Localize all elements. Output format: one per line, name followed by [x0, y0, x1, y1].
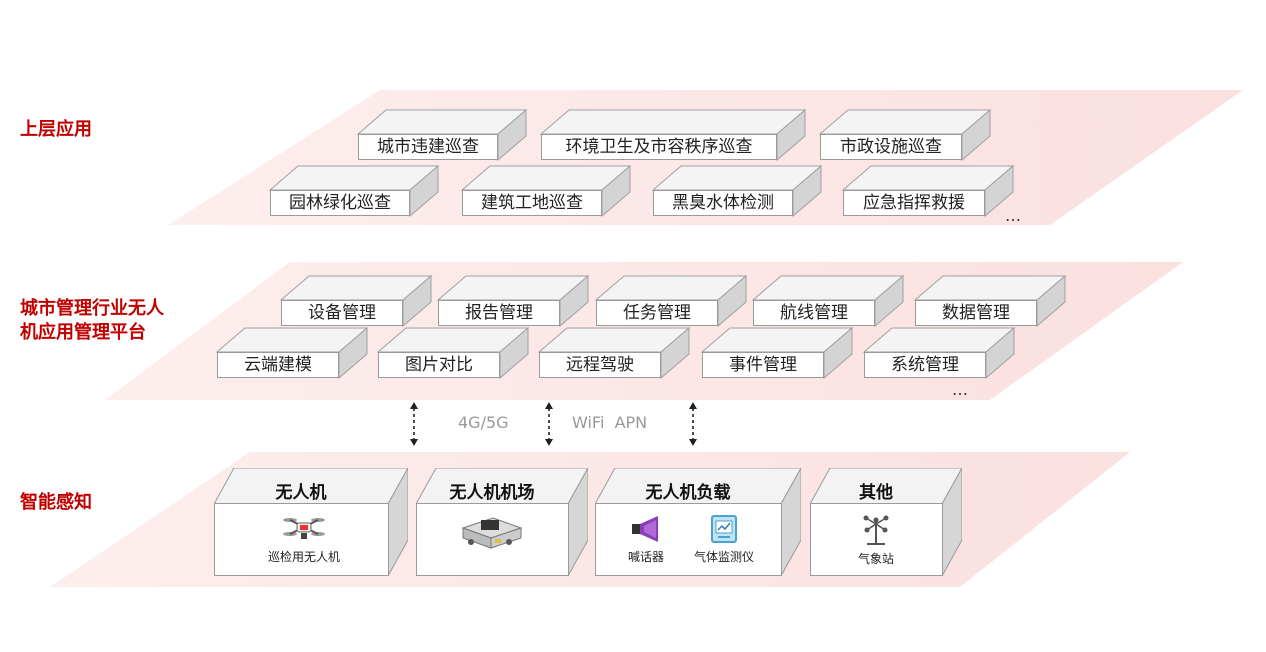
application-module-label: 建筑工地巡查 [462, 190, 602, 216]
network-label-wifi: WiFi APN [572, 413, 648, 432]
link-arrow-3 [689, 402, 697, 446]
layer-label-application: 上层应用 [20, 119, 92, 140]
perception-block-payload: 无人机负载 喊话器 气体监测仪 [595, 468, 801, 576]
network-label-cellular: 4G/5G [458, 413, 509, 432]
perception-block-hangar: 无人机机场 [416, 468, 588, 576]
link-arrow-1 [410, 402, 418, 446]
item-label: 气象站 [857, 552, 894, 566]
platform-module: 数据管理 [913, 274, 1067, 328]
perception-item: 气象站 [836, 514, 916, 567]
application-module: 市政设施巡查 [818, 108, 992, 162]
platform-module-label: 数据管理 [915, 300, 1037, 326]
application-module-label: 城市违建巡查 [358, 134, 498, 160]
platform-module-label: 图片对比 [378, 352, 500, 378]
platform-module: 报告管理 [436, 274, 590, 328]
application-module: 环境卫生及市容秩序巡查 [539, 108, 807, 162]
platform-module-label: 远程驾驶 [539, 352, 661, 378]
perception-title: 无人机机场 [449, 483, 535, 503]
perception-block-other: 其他 气象站 [810, 468, 962, 576]
application-module: 建筑工地巡查 [460, 164, 632, 218]
megaphone-icon [632, 516, 658, 542]
item-label: 气体监测仪 [693, 550, 754, 564]
gas-monitor-icon [711, 515, 737, 543]
platform-module: 事件管理 [700, 326, 854, 380]
platform-ellipsis: … [952, 380, 969, 399]
layer-label-perception: 智能感知 [20, 492, 92, 513]
platform-module: 云端建模 [215, 326, 369, 380]
platform-module-label: 系统管理 [864, 352, 986, 378]
application-module-label: 市政设施巡查 [820, 134, 962, 160]
link-arrow-2 [545, 402, 553, 446]
application-module: 城市违建巡查 [356, 108, 528, 162]
platform-module: 任务管理 [594, 274, 748, 328]
platform-module: 设备管理 [279, 274, 433, 328]
application-module: 黑臭水体检测 [651, 164, 823, 218]
item-label: 喊话器 [627, 550, 664, 564]
perception-item: 喊话器 [615, 514, 677, 565]
item-label: 巡检用无人机 [267, 550, 340, 564]
perception-block-drone: 无人机 巡检用无人机 [214, 468, 408, 576]
platform-module-label: 任务管理 [596, 300, 718, 326]
platform-module-label: 设备管理 [281, 300, 403, 326]
weather-station-icon [863, 515, 889, 545]
platform-module-label: 航线管理 [753, 300, 875, 326]
drone-hangar-icon [461, 517, 523, 549]
application-module: 应急指挥救援 [841, 164, 1015, 218]
platform-module: 图片对比 [376, 326, 530, 380]
application-ellipsis: … [1005, 206, 1022, 225]
platform-module: 远程驾驶 [537, 326, 691, 380]
application-module-label: 园林绿化巡查 [270, 190, 410, 216]
application-module-label: 黑臭水体检测 [653, 190, 793, 216]
application-module: 园林绿化巡查 [268, 164, 440, 218]
platform-module: 航线管理 [751, 274, 905, 328]
platform-module-label: 云端建模 [217, 352, 339, 378]
platform-module-label: 事件管理 [702, 352, 824, 378]
perception-item: 巡检用无人机 [244, 514, 364, 565]
platform-module-label: 报告管理 [438, 300, 560, 326]
perception-item: 气体监测仪 [681, 514, 767, 565]
platform-module: 系统管理 [862, 326, 1016, 380]
perception-item [452, 512, 532, 556]
application-module-label: 应急指挥救援 [843, 190, 985, 216]
perception-title: 无人机负载 [645, 483, 731, 503]
perception-title: 无人机 [275, 483, 327, 503]
application-module-label: 环境卫生及市容秩序巡查 [541, 134, 777, 160]
perception-title: 其他 [859, 483, 893, 503]
drone-icon [283, 518, 325, 539]
bottom-band [50, 452, 1130, 587]
layer-label-platform: 城市管理行业无人 机应用管理平台 [20, 298, 164, 343]
